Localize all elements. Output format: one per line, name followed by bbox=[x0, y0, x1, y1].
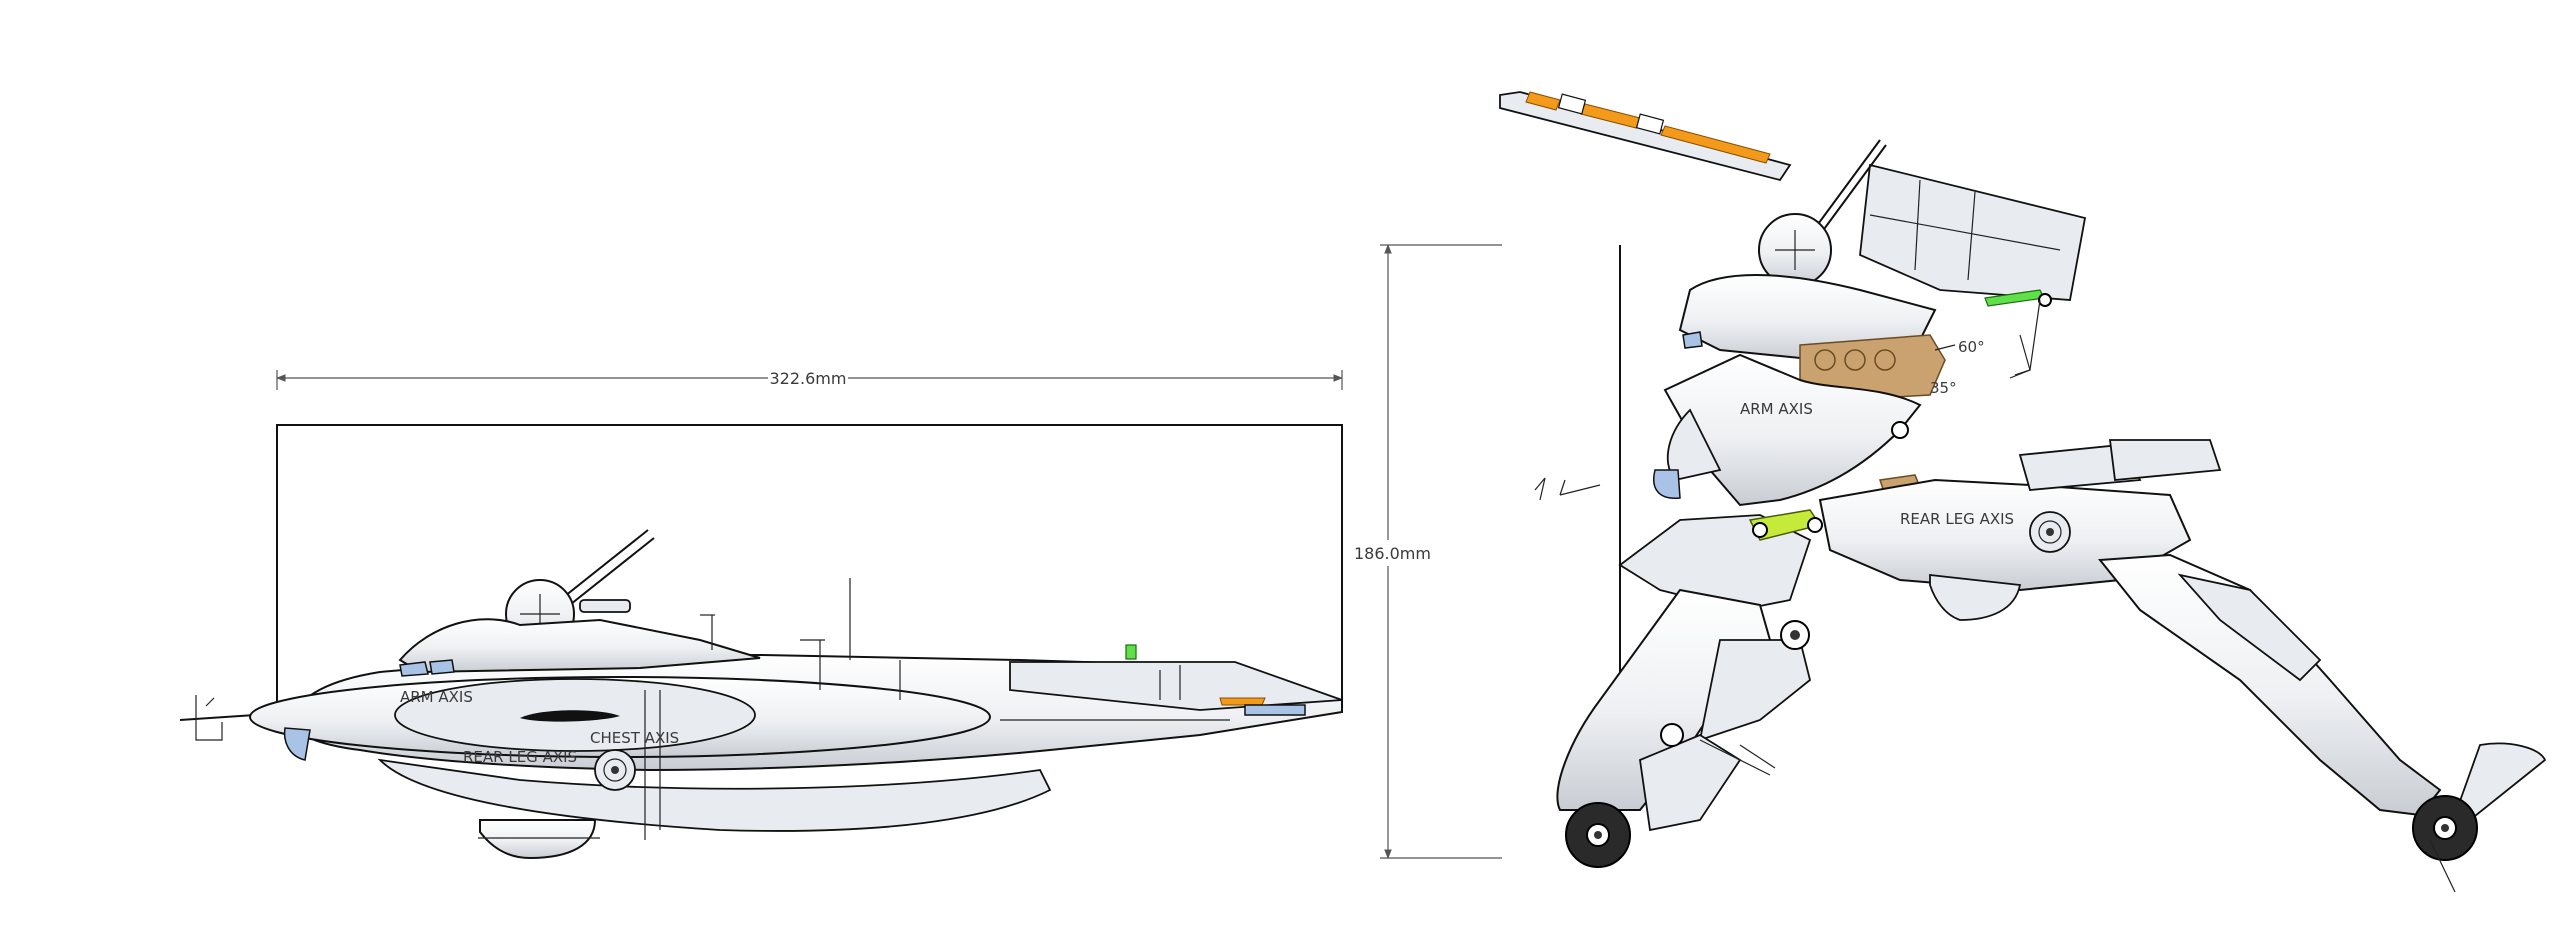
width-dimension: 322.6mm bbox=[276, 366, 1343, 390]
robot-arm-axis-label: ARM AXIS bbox=[1740, 400, 1813, 418]
rear-leg bbox=[2098, 553, 2547, 893]
lime-pivot-1 bbox=[1752, 522, 1768, 538]
tick-mark-1 bbox=[1534, 477, 1546, 501]
blue-sensor-1 bbox=[399, 661, 429, 677]
angle-60-label: 60° bbox=[1958, 338, 1985, 356]
chest-axis-label: CHEST AXIS bbox=[590, 729, 679, 747]
bounding-frame bbox=[276, 424, 1343, 705]
rear-leg-hip bbox=[1818, 439, 2222, 621]
height-dimension-label: 186.0mm bbox=[1354, 544, 1431, 563]
height-dimension: 186.0mm bbox=[1350, 244, 1502, 859]
robot-view: 60° 35° bbox=[1499, 91, 2547, 893]
gun-pod bbox=[1499, 91, 1792, 182]
orange-stripe bbox=[1219, 697, 1266, 706]
arm-axis-label: ARM AXIS bbox=[400, 688, 473, 706]
tick-mark-3 bbox=[1559, 484, 1601, 496]
dorsal-antenna-base bbox=[579, 599, 631, 613]
intake-slot bbox=[520, 710, 620, 722]
green-marker-light bbox=[1125, 644, 1137, 660]
blue-sensor-2 bbox=[429, 659, 455, 675]
landing-gear-pod bbox=[479, 819, 597, 860]
arm-pivot bbox=[1891, 421, 1909, 439]
robot-blue-sensor-2 bbox=[1653, 469, 1681, 499]
blue-nose-sensor bbox=[283, 727, 311, 761]
structure-lines bbox=[644, 578, 1230, 840]
rear-leg-axis-joint bbox=[594, 749, 636, 791]
front-leg bbox=[1556, 588, 1812, 868]
tick-mark-2 bbox=[1559, 479, 1566, 496]
lime-pivot-2 bbox=[1807, 517, 1823, 533]
robot-rear-leg-axis-label: REAR LEG AXIS bbox=[1900, 510, 2014, 528]
angle-35-label: 35° bbox=[1930, 379, 1957, 397]
width-dimension-label: 322.6mm bbox=[770, 369, 847, 388]
fighter-side-view: 322.6mm bbox=[179, 366, 1343, 860]
rear-leg-axis-label: REAR LEG AXIS bbox=[463, 748, 577, 766]
ventral-pod bbox=[377, 758, 1052, 832]
robot-blue-sensor bbox=[1682, 331, 1703, 349]
angle-60-leader bbox=[1934, 344, 1956, 351]
blue-vent-rear bbox=[1244, 704, 1306, 716]
dorsal-hump bbox=[398, 618, 761, 674]
angle-bracket bbox=[2009, 334, 2031, 379]
